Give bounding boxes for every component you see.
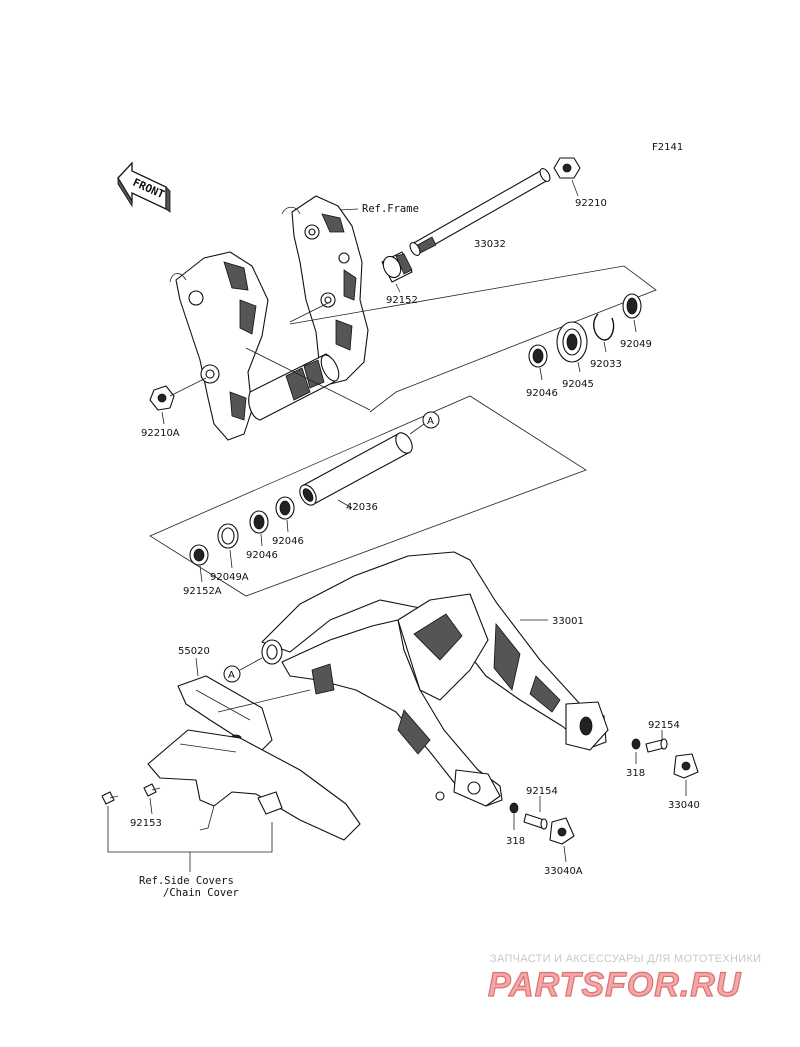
svg-text:A: A xyxy=(427,416,434,427)
part-92154-lower-drawing xyxy=(523,813,548,830)
chain-cover-drawing xyxy=(147,729,361,841)
label-318-right: 318 xyxy=(626,768,645,779)
label-92154-lower: 92154 xyxy=(526,786,558,797)
label-92210A: 92210A xyxy=(141,428,180,439)
part-92045-drawing xyxy=(556,321,588,363)
part-318-lower-drawing xyxy=(509,802,519,814)
label-33040A: 33040A xyxy=(544,866,583,877)
label-92046-top: 92046 xyxy=(526,388,558,399)
part-92154-right-drawing xyxy=(645,738,668,753)
label-33001: 33001 xyxy=(552,616,584,627)
part-92033-drawing xyxy=(593,313,615,341)
frame-drawing xyxy=(169,195,371,441)
watermark-tagline: ЗАПЧАСТИ И АКСЕССУАРЫ ДЛЯ МОТОТЕХНИКИ xyxy=(490,953,761,965)
callout-a-top: A xyxy=(409,411,440,435)
ref-chain-cover-label: /Chain Cover xyxy=(163,887,239,899)
label-318-lower: 318 xyxy=(506,836,525,847)
label-92152: 92152 xyxy=(386,295,418,306)
part-318-right-drawing xyxy=(631,738,641,750)
ref-frame-label: Ref.Frame xyxy=(362,203,419,215)
part-92049A-drawing xyxy=(217,523,239,549)
callout-a-lower: A xyxy=(223,657,263,683)
part-92046-drawing xyxy=(528,344,548,368)
part-92152-drawing xyxy=(381,251,413,283)
part-33001-drawing xyxy=(261,551,609,807)
part-33032-drawing xyxy=(409,168,551,256)
front-arrow-icon: FRONT xyxy=(117,161,171,213)
part-92210-drawing xyxy=(553,157,581,179)
label-92045: 92045 xyxy=(562,379,594,390)
part-92049-drawing xyxy=(622,293,642,319)
label-42036: 42036 xyxy=(346,502,378,513)
part-92153-drawing xyxy=(101,783,161,805)
label-33032: 33032 xyxy=(474,239,506,250)
label-92210: 92210 xyxy=(575,198,607,209)
label-92046-mid: 92046 xyxy=(272,536,304,547)
label-92049A: 92049A xyxy=(210,572,249,583)
label-92049: 92049 xyxy=(620,339,652,350)
svg-text:A: A xyxy=(228,670,235,681)
label-55020: 55020 xyxy=(178,646,210,657)
part-33040-drawing xyxy=(673,753,699,779)
label-92046-low: 92046 xyxy=(246,550,278,561)
part-33040A-drawing xyxy=(549,817,575,845)
part-42036-drawing xyxy=(299,432,413,506)
ref-side-covers-label: Ref.Side Covers xyxy=(139,875,234,887)
label-92153: 92153 xyxy=(130,818,162,829)
part-92046-pair-drawing xyxy=(249,496,295,534)
label-92152A: 92152A xyxy=(183,586,222,597)
part-92152A-drawing xyxy=(189,544,209,566)
watermark-brand: PARTSFOR.RU xyxy=(488,966,742,1004)
label-33040: 33040 xyxy=(668,800,700,811)
figure-code: F2141 xyxy=(652,142,683,153)
label-92033: 92033 xyxy=(590,359,622,370)
label-92154-right: 92154 xyxy=(648,720,680,731)
part-92210A-drawing xyxy=(149,385,175,411)
